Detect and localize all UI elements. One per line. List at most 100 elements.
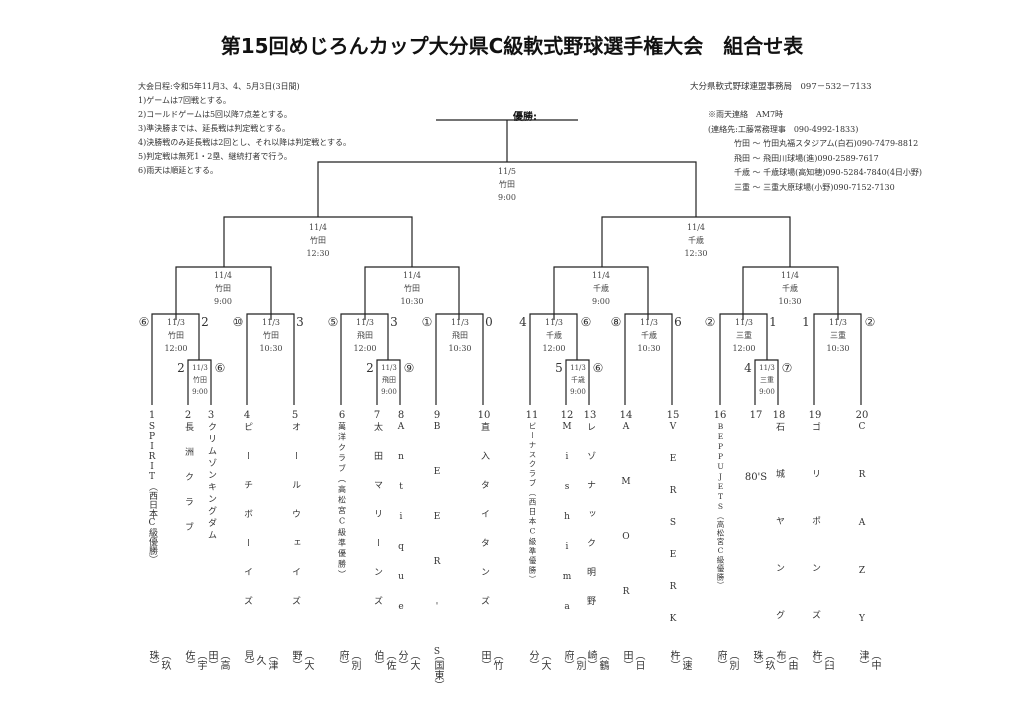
- team-city: （大野）: [290, 650, 313, 670]
- team-name: ゴリポンズ: [810, 422, 820, 657]
- team-name: クリムゾンキングダム: [206, 422, 216, 542]
- team-number: 13: [583, 410, 597, 421]
- team-name: ビーナスクラブ（西日本C級準優勝）: [528, 422, 537, 585]
- game-venue: 竹田: [215, 284, 231, 293]
- score: ⑥: [138, 315, 150, 329]
- game-qf1: 11/4 竹田 9:00: [188, 269, 258, 308]
- score: ②: [864, 315, 876, 329]
- page-title: 第15回めじろんカップ大分県C級軟式野球選手権大会 組合せ表: [220, 34, 804, 58]
- team-name: Mishima: [562, 422, 572, 632]
- score: 1: [769, 315, 777, 329]
- game-venue: 千歳: [641, 331, 657, 340]
- game-time: 12:00: [542, 344, 566, 353]
- score: ⑧: [610, 315, 622, 329]
- rule-3: 3)準決勝までは、延長戦は判定戦とする。: [138, 124, 290, 133]
- venue-hida: 飛田 ～ 飛田川球場(進)090-2589-7617: [734, 153, 879, 163]
- game-venue: 千歳: [688, 236, 704, 245]
- team-number: 18: [772, 410, 786, 421]
- team-city: （佐伯）: [372, 650, 395, 670]
- team-name: ピーチボーイズ: [242, 422, 252, 625]
- game-venue: 三重: [830, 331, 846, 340]
- game-venue: 千歳: [782, 284, 798, 293]
- game-date: 11/4: [592, 271, 610, 280]
- score: 2: [201, 315, 209, 329]
- game-venue: 竹田: [193, 376, 207, 384]
- game-r1-1: 11/3 竹田 12:00: [141, 316, 211, 355]
- rule-4: 4)決勝戦のみ延長戦は2回とし、それ以降は判定戦とする。: [138, 138, 352, 147]
- score: ⑨: [403, 361, 415, 375]
- team-number: 8: [397, 410, 405, 421]
- team-name: レゾナック明野: [585, 422, 595, 625]
- game-time: 9:00: [381, 388, 397, 396]
- game-time: 12:30: [306, 249, 330, 258]
- game-venue: 竹田: [310, 236, 326, 245]
- venue-chitose: 千歳 ～ 千歳球場(高知穂)090-5284-7840(4日小野): [734, 168, 923, 177]
- team-name: 長洲クラブ: [183, 422, 193, 547]
- team-name: 80'S: [744, 472, 768, 483]
- team-number: 6: [338, 410, 346, 421]
- game-time: 10:30: [778, 297, 802, 306]
- game-time: 12:30: [684, 249, 708, 258]
- team-city: （日田）: [621, 650, 644, 670]
- team-number: 7: [373, 410, 381, 421]
- team-number: 20: [855, 410, 869, 421]
- team-number: 15: [666, 410, 680, 421]
- team-number: 17: [749, 410, 763, 421]
- game-venue: 千歳: [546, 331, 562, 340]
- game-time: 12:00: [732, 344, 756, 353]
- venue-mie: 三重 ～ 三重大原球場(小野)090-7152-7130: [734, 182, 895, 192]
- game-venue: 竹田: [404, 284, 420, 293]
- score: 4: [744, 361, 752, 375]
- team-city: （速杵）: [668, 650, 691, 670]
- rule-5: 5)判定戦は無死1・2塁、継続打者で行う。: [138, 152, 292, 161]
- game-date: 11/3: [829, 318, 847, 327]
- game-time: 12:00: [353, 344, 377, 353]
- score: 2: [366, 361, 374, 375]
- team-name: CRAZY: [857, 422, 867, 662]
- score: 4: [519, 315, 527, 329]
- game-r1-4: 11/3 飛田 10:30: [425, 316, 495, 355]
- game-time: 12:00: [164, 344, 188, 353]
- game-date: 11/4: [214, 271, 232, 280]
- team-number: 5: [291, 410, 299, 421]
- game-r1-7-playin: 11/3 三重 9:00: [754, 362, 780, 398]
- team-number: 3: [207, 410, 215, 421]
- game-final: 11/5 竹田 9:00: [472, 165, 542, 204]
- rule-6: 6)雨天は順延とする。: [138, 166, 218, 175]
- game-date: 11/3: [640, 318, 658, 327]
- game-qf2: 11/4 竹田 10:30: [377, 269, 447, 308]
- game-date: 11/3: [192, 364, 208, 372]
- game-time: 9:00: [570, 388, 586, 396]
- team-name: SPIRIT（西日本C級優勝）: [147, 422, 157, 564]
- game-r1-5-playin: 11/3 千歳 9:00: [565, 362, 591, 398]
- team-name: オールウェイズ: [290, 422, 300, 625]
- team-number: 14: [619, 410, 633, 421]
- team-city: （国東）: [432, 650, 443, 690]
- game-date: 11/3: [262, 318, 280, 327]
- team-city: （津久見）: [242, 650, 277, 670]
- team-city: （大分）: [527, 650, 550, 670]
- score: 3: [390, 315, 398, 329]
- game-r1-2: 11/3 竹田 10:30: [236, 316, 306, 355]
- office-contact: 大分県軟式野球連盟事務局 097－532－7133: [690, 82, 872, 92]
- game-r1-1-playin: 11/3 竹田 9:00: [187, 362, 213, 398]
- game-venue: 竹田: [168, 331, 184, 340]
- score: ⑥: [214, 361, 226, 375]
- team-city: （別府）: [337, 650, 360, 670]
- game-time: 9:00: [214, 297, 232, 306]
- game-time: 10:30: [448, 344, 472, 353]
- team-city: （宇佐）: [183, 650, 206, 670]
